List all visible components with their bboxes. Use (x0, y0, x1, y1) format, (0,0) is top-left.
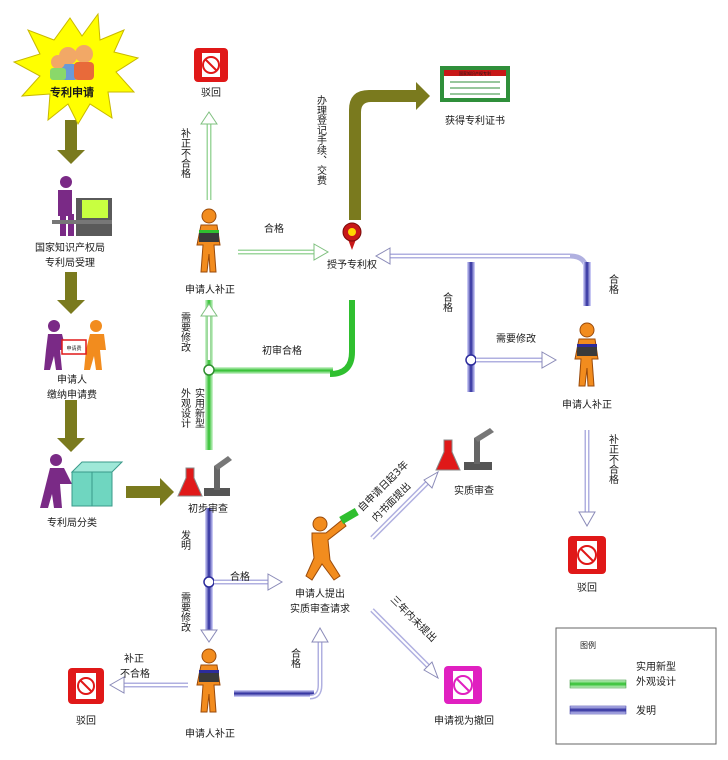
node-substantive-exam: 实质审查 (454, 484, 494, 497)
node-prelim: 初步审查 (188, 502, 228, 515)
legend-invention: 发明 (636, 704, 656, 717)
substantive-exam-lab-icon (435, 428, 494, 471)
node-certificate: 获得专利证书 (445, 114, 505, 127)
edge-supp-unqualified-top: 补正不合格 (179, 127, 191, 179)
green-track (200, 111, 355, 450)
node-apply: 专利申请 (50, 85, 94, 99)
edge-qualified-bottom: 合格 (289, 647, 301, 669)
pay-paper-label: 申请费 (66, 345, 81, 352)
preliminary-exam-lab-icon (177, 456, 232, 497)
certificate-icon (440, 66, 510, 102)
node-supplement-bottom: 申请人补正 (185, 727, 235, 740)
applicant-request-icon (305, 508, 359, 581)
patent-application-burst-icon (12, 12, 140, 126)
edge-qualified-mid: 合格 (230, 570, 250, 583)
node-request-line1: 申请人提出 (295, 587, 345, 600)
reject-right-icon (568, 536, 606, 574)
grant-medal-icon (342, 222, 362, 250)
edge-needs-edit-top: 需要修改 (179, 312, 191, 353)
node-reject-top: 驳回 (201, 87, 221, 99)
node-classify: 专利局分类 (47, 516, 97, 529)
edge-needs-edit-bottom: 需要修改 (179, 592, 191, 633)
edge-utility-design-1: 外观设计 (179, 388, 191, 429)
withdrawn-icon (444, 666, 482, 704)
reject-top-icon (194, 48, 228, 82)
legend-utility-line2: 外观设计 (636, 675, 676, 688)
edge-prelim-qualified: 初审合格 (262, 344, 302, 357)
node-accept-line1: 国家知识产权局 (35, 241, 105, 254)
edge-supp-unqualified-right: 补正不合格 (607, 433, 619, 485)
edge-qualified-top: 合格 (264, 222, 284, 235)
edge-qualified-sub: 合格 (441, 291, 453, 313)
edge-qualified-right: 合格 (607, 273, 619, 295)
edge-supp-unqualified-bottom-2: 不合格 (120, 667, 150, 680)
node-pay-line1: 申请人 (57, 373, 87, 386)
patent-office-desk-icon (52, 176, 112, 236)
node-withdrawn: 申请视为撤回 (434, 714, 494, 727)
node-pay-line2: 缴纳申请费 (47, 388, 97, 401)
node-reject-right: 驳回 (577, 582, 597, 594)
edge-supp-unqualified-bottom-1: 补正 (124, 652, 144, 665)
node-supplement-right: 申请人补正 (562, 398, 612, 411)
olive-flow-arrows (57, 82, 430, 506)
applicant-supplement-bottom-icon (196, 648, 221, 713)
applicant-supplement-top-icon (196, 208, 221, 273)
node-request-line2: 实质审查请求 (290, 602, 350, 615)
pay-fee-people-icon (44, 320, 106, 370)
blue-track (108, 247, 596, 700)
node-accept-line2: 专利局受理 (45, 256, 95, 269)
classify-boxes-icon (40, 454, 124, 508)
edge-utility-design-2: 实用新型 (193, 387, 205, 428)
edge-register-fee: 办理登记手续、交费 (315, 94, 327, 186)
node-reject-bottom: 驳回 (76, 715, 96, 727)
legend-title: 图例 (580, 640, 596, 650)
legend-utility-line1: 实用新型 (636, 660, 676, 673)
node-supplement-top: 申请人补正 (185, 283, 235, 296)
applicant-supplement-right-icon (574, 322, 599, 387)
node-grant: 授予专利权 (327, 258, 377, 271)
edge-needs-edit-right: 需要修改 (496, 332, 536, 345)
reject-bottom-icon (68, 668, 104, 704)
edge-invention: 发明 (179, 529, 191, 551)
certificate-title: 国家知识产权专利 (459, 70, 491, 76)
legend (555, 627, 717, 745)
